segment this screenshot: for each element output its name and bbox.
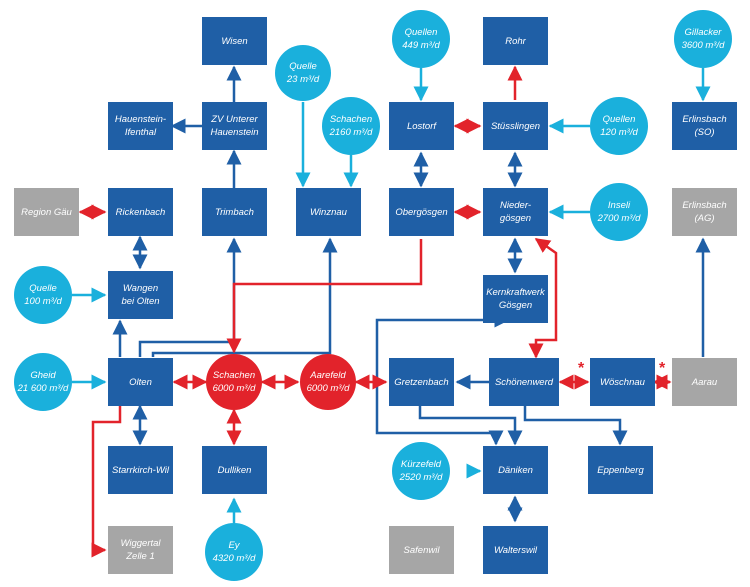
node-aarau: Aarau <box>672 358 737 406</box>
node-gretzenbach: Gretzenbach <box>389 358 454 406</box>
node-label: Aarefeld 6000 m³/d <box>306 370 350 394</box>
node-label: Inseli 2700 m³/d <box>597 200 641 224</box>
node-label: Rohr <box>505 35 526 47</box>
node-quelle-100: Quelle 100 m³/d <box>14 266 72 324</box>
node-label: Kernkraftwerk Gösgen <box>486 287 545 311</box>
node-wangen-bei-olten: Wangen bei Olten <box>108 271 173 319</box>
node-label: Gillacker 3600 m³/d <box>681 27 725 51</box>
node-label: Region Gäu <box>21 206 72 218</box>
node-starrkirch-wil: Starrkirch-Wil <box>108 446 173 494</box>
node-label: Quellen 120 m³/d <box>600 114 638 138</box>
node-label: Rickenbach <box>115 206 166 218</box>
node-label: Lostorf <box>406 120 437 132</box>
node-label: Däniken <box>498 464 533 476</box>
line-obergoesgen-schachen <box>226 239 423 354</box>
node-erlinsbach-ag: Erlinsbach (AG) <box>672 188 737 236</box>
node-rickenbach: Rickenbach <box>108 188 173 236</box>
line-olten-wiggertal <box>91 406 122 558</box>
node-woeschnau: Wöschnau <box>590 358 655 406</box>
node-label: Walterswil <box>493 544 538 556</box>
node-label: Hauenstein- Ifenthal <box>114 114 167 138</box>
node-label: Eppenberg <box>597 464 644 476</box>
node-stuesslingen: Stüsslingen <box>483 102 548 150</box>
node-label: Winznau <box>310 206 347 218</box>
node-dulliken: Dulliken <box>202 446 267 494</box>
node-label: Wangen bei Olten <box>121 283 160 307</box>
node-label: Obergösgen <box>395 206 448 218</box>
node-quellen-120: Quellen 120 m³/d <box>590 97 648 155</box>
node-wiggertal-zelle-1: Wiggertal Zelle 1 <box>108 526 173 574</box>
node-obergoesgen: Obergösgen <box>389 188 454 236</box>
node-label: Safenwil <box>403 544 440 556</box>
line-gretzenbach-daeniken-a <box>375 383 504 446</box>
node-label: Schönenwerd <box>494 376 554 388</box>
node-quellen-449: Quellen 449 m³/d <box>392 10 450 68</box>
node-olten: Olten <box>108 358 173 406</box>
node-region-gaeu: Region Gäu <box>14 188 79 236</box>
node-label: Erlinsbach (AG) <box>682 200 727 224</box>
node-label: Ey 4320 m³/d <box>212 540 256 564</box>
node-schoenenwerd: Schönenwerd <box>489 358 559 406</box>
node-eppenberg: Eppenberg <box>588 446 653 494</box>
node-schachen-6000: Schachen 6000 m³/d <box>206 354 262 410</box>
node-gheid: Gheid 21 600 m³/d <box>14 353 72 411</box>
node-kuerzefeld: Kürzefeld 2520 m³/d <box>392 442 450 500</box>
node-label: Wisen <box>221 35 248 47</box>
node-label: Gheid 21 600 m³/d <box>17 370 69 394</box>
node-label: Schachen 6000 m³/d <box>212 370 256 394</box>
node-daeniken: Däniken <box>483 446 548 494</box>
node-label: Starrkirch-Wil <box>112 464 169 476</box>
node-schachen-2160: Schachen 2160 m³/d <box>322 97 380 155</box>
node-label: Gretzenbach <box>394 376 449 388</box>
node-wisen: Wisen <box>202 17 267 65</box>
node-label: Wiggertal Zelle 1 <box>120 538 161 562</box>
line-gretzenbach-daeniken-b <box>418 406 523 446</box>
node-safenwil: Safenwil <box>389 526 454 574</box>
line-olten-winznau <box>151 237 338 357</box>
node-ey: Ey 4320 m³/d <box>205 523 263 581</box>
node-label: Stüsslingen <box>490 120 541 132</box>
node-label: Aarau <box>691 376 718 388</box>
node-rohr: Rohr <box>483 17 548 65</box>
node-inseli: Inseli 2700 m³/d <box>590 183 648 241</box>
node-aarefeld: Aarefeld 6000 m³/d <box>300 354 356 410</box>
node-label: Wöschnau <box>600 376 645 388</box>
star-marker: * <box>659 360 666 377</box>
node-label: Quellen 449 m³/d <box>402 27 440 51</box>
node-niedergoesgen: Nieder- gösgen <box>483 188 548 236</box>
line-gretzenbach-kkw <box>375 312 510 383</box>
node-label: Trimbach <box>215 206 254 218</box>
node-label: ZV Unterer Hauenstein <box>210 114 259 138</box>
node-gillacker: Gillacker 3600 m³/d <box>674 10 732 68</box>
node-lostorf: Lostorf <box>389 102 454 150</box>
node-winznau: Winznau <box>296 188 361 236</box>
node-trimbach: Trimbach <box>202 188 267 236</box>
node-label: Kürzefeld 2520 m³/d <box>399 459 443 483</box>
node-label: Nieder- gösgen <box>499 200 532 224</box>
node-zv-unterer-hauenstein: ZV Unterer Hauenstein <box>202 102 267 150</box>
node-kernkraftwerk-goesgen: Kernkraftwerk Gösgen <box>483 275 548 323</box>
node-walterswil: Walterswil <box>483 526 548 574</box>
node-erlinsbach-so: Erlinsbach (SO) <box>672 102 737 150</box>
node-label: Schachen 2160 m³/d <box>329 114 373 138</box>
line-schoenenwerd-eppenberg <box>523 406 628 446</box>
node-label: Dulliken <box>217 464 252 476</box>
star-marker: * <box>578 360 585 377</box>
node-hauenstein-ifenthal: Hauenstein- Ifenthal <box>108 102 173 150</box>
node-label: Erlinsbach (SO) <box>682 114 727 138</box>
node-label: Quelle 100 m³/d <box>24 283 62 307</box>
node-quelle-23: Quelle 23 m³/d <box>275 45 331 101</box>
line-niedergoesgen-schoenenwerd <box>528 237 558 359</box>
node-label: Olten <box>129 376 152 388</box>
node-label: Quelle 23 m³/d <box>286 61 320 85</box>
